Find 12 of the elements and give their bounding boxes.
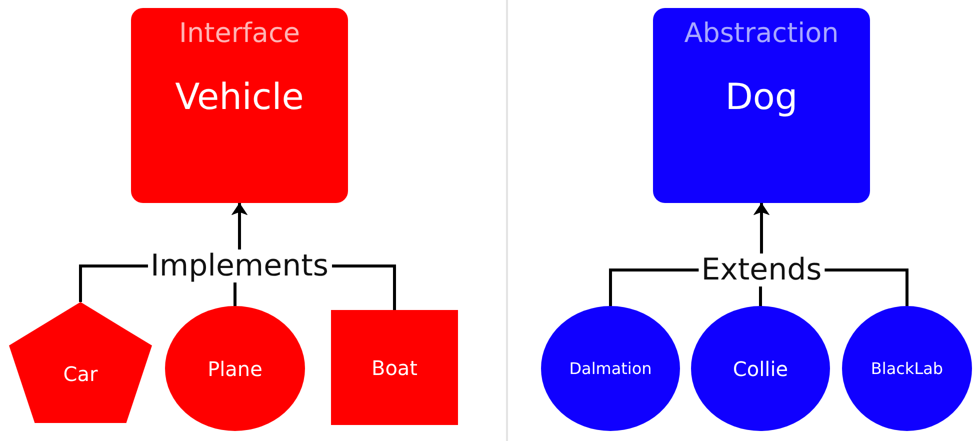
node-label: Plane xyxy=(208,356,262,380)
node-label: Dalmation xyxy=(569,358,652,378)
edge-label: Implements xyxy=(148,250,332,282)
stereotype-label: Abstraction xyxy=(684,18,839,50)
node-label: Car xyxy=(63,360,98,386)
node-label: Boat xyxy=(371,356,418,380)
node-label: Collie xyxy=(732,356,788,380)
node-label: BlackLab xyxy=(870,358,944,378)
class-name: Vehicle xyxy=(175,76,304,120)
edge-label: Extends xyxy=(698,254,825,286)
stereotype-label: Interface xyxy=(179,18,300,50)
class-name: Dog xyxy=(725,76,798,120)
